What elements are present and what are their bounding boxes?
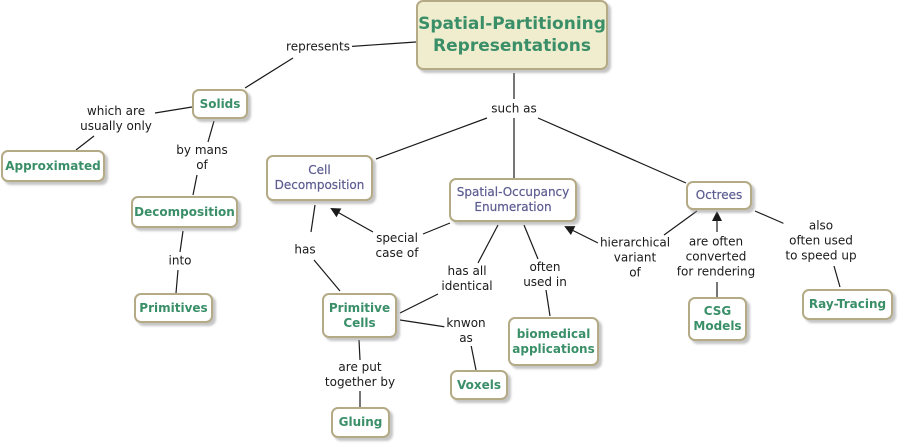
edge-represents-solids: [244, 57, 294, 89]
edge-suchas-cell: [375, 117, 488, 160]
link-label-special-case-of: special case of: [373, 231, 421, 261]
link-label-represents: represents: [284, 39, 352, 55]
edge-cell-has: [310, 204, 316, 233]
edge-spatial-hasall: [477, 224, 499, 264]
edge-suchas-octrees: [537, 117, 687, 184]
edge-solids-which: [154, 106, 193, 114]
link-label-also-often-used: also often used to speed up: [783, 218, 859, 264]
link-label-by-mans-of: by mans of: [174, 143, 230, 173]
edge-octrees-hierarchical: [663, 210, 698, 236]
link-label-such-as: such as: [489, 101, 539, 117]
node-voxels[interactable]: Voxels: [450, 370, 508, 400]
edge-special-cell: [330, 208, 374, 233]
link-label-which-are-usually-only: which are usually only: [78, 104, 154, 134]
edge-knwon-voxels: [470, 344, 477, 371]
edge-solids-bymans: [207, 120, 215, 143]
node-octrees[interactable]: Octrees: [686, 181, 752, 210]
node-approximated[interactable]: Approximated: [1, 150, 105, 182]
link-label-into: into: [166, 253, 194, 269]
node-csg-models[interactable]: CSG Models: [688, 297, 747, 341]
link-label-hierarchical-variant-of: hierarchical variant of: [597, 235, 673, 281]
edge-root-represents: [342, 41, 417, 48]
edge-which-approximated: [75, 135, 95, 151]
edge-bymans-decomposition: [192, 174, 198, 196]
edge-hasall-primitivecells: [399, 293, 439, 314]
node-primitives[interactable]: Primitives: [134, 293, 213, 323]
edge-octrees-also: [754, 210, 786, 225]
edge-spatial-special: [422, 222, 451, 235]
link-label-knwon-as: knwon as: [444, 316, 488, 346]
edge-often-biomedical: [545, 289, 551, 317]
node-primitive-cells[interactable]: Primitive Cells: [322, 293, 397, 338]
edge-also-raytracing: [833, 265, 841, 288]
link-label-are-often-converted: are often converted for rendering: [674, 234, 758, 280]
link-label-has-all-identical: has all identical: [439, 264, 495, 294]
node-spatial-partitioning-representations[interactable]: Spatial-Partitioning Representations: [416, 0, 608, 70]
node-biomedical-applications[interactable]: biomedical applications: [508, 317, 599, 366]
node-cell-decomposition[interactable]: Cell Decomposition: [266, 155, 373, 201]
edge-primitivecells-areput: [358, 339, 361, 361]
edge-has-primitivecells: [313, 259, 341, 292]
node-ray-tracing[interactable]: Ray-Tracing: [802, 289, 893, 320]
edge-primitivecells-knwon: [399, 319, 447, 328]
node-solids[interactable]: Solids: [192, 89, 248, 119]
node-gluing[interactable]: Gluing: [331, 407, 390, 438]
link-label-often-used-in: often used in: [521, 260, 569, 290]
node-spatial-occupancy-enumeration[interactable]: Spatial-Occupancy Enumeration: [449, 178, 577, 222]
edge-into-primitives: [175, 269, 179, 294]
link-label-are-put-together-by: are put together by: [322, 360, 398, 390]
node-decomposition[interactable]: Decomposition: [131, 196, 238, 228]
edge-hierarchical-spatial: [564, 226, 599, 244]
edge-spatial-often: [523, 224, 539, 260]
edge-decomposition-into: [179, 230, 184, 253]
link-label-has: has: [292, 242, 318, 258]
